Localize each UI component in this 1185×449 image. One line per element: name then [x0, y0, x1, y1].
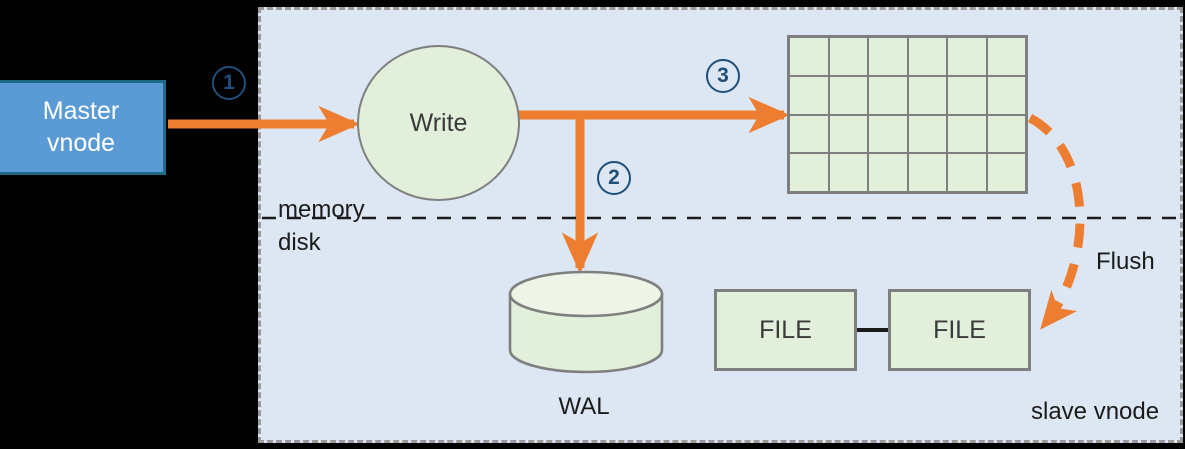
memtable-cell [869, 115, 907, 153]
memtable-cell [948, 38, 986, 75]
memtable-cell [790, 38, 828, 75]
master-vnode-line2: vnode [46, 128, 116, 157]
memtable-cell [790, 76, 828, 114]
memtable-cell [908, 76, 946, 114]
write-node-label: Write [409, 108, 468, 137]
wal-label: WAL [558, 393, 610, 420]
memtable-cell [908, 115, 946, 153]
memtable-cell [987, 38, 1025, 75]
memtable-cell [987, 76, 1025, 114]
memtable-cell [948, 115, 986, 153]
master-vnode-box[interactable]: Master vnode [0, 80, 166, 175]
master-vnode-line1: Master [42, 97, 120, 126]
file-connector-line [857, 328, 888, 332]
step-badge-1: 1 [212, 66, 246, 100]
memory-label: memory [278, 196, 365, 223]
file-box-2-label: FILE [933, 315, 986, 344]
memtable-cell [869, 38, 907, 75]
file-box-2[interactable]: FILE [888, 289, 1031, 371]
file-box-1-label: FILE [759, 315, 812, 344]
file-box-1[interactable]: FILE [714, 289, 857, 371]
write-node[interactable]: Write [357, 45, 520, 201]
flush-label: Flush [1096, 248, 1155, 275]
step-badge-3: 3 [706, 59, 740, 93]
memtable-cell [829, 154, 867, 191]
memtable-cell [987, 115, 1025, 153]
disk-label: disk [278, 229, 321, 256]
memtable-cell [869, 76, 907, 114]
memtable-cell [829, 115, 867, 153]
memtable-cell [908, 38, 946, 75]
memtable-cell [987, 154, 1025, 191]
memtable-cell [908, 154, 946, 191]
memtable-cell [829, 76, 867, 114]
slave-vnode-label: slave vnode [1031, 398, 1160, 425]
memtable-cell [790, 154, 828, 191]
memtable-grid[interactable] [787, 35, 1028, 194]
memtable-cell [829, 38, 867, 75]
memtable-cell [948, 154, 986, 191]
memtable-cell [790, 115, 828, 153]
memtable-cell [869, 154, 907, 191]
step-badge-2: 2 [597, 161, 631, 195]
memtable-cell [948, 76, 986, 114]
